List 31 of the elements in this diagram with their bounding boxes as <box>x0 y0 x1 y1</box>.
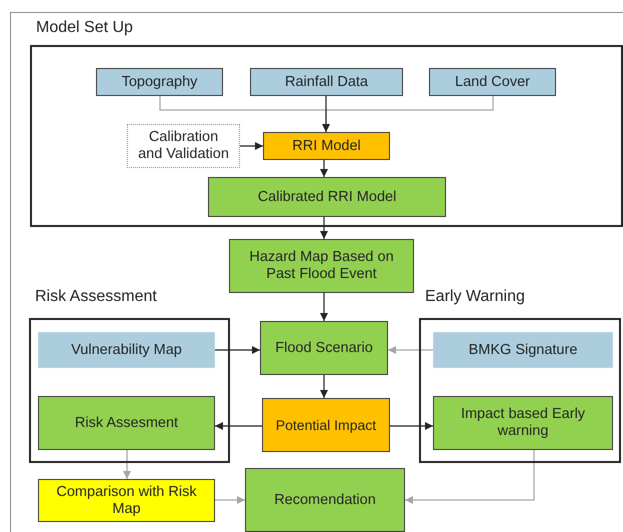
dotted-box: Calibration and Validation <box>127 124 240 168</box>
process-box: Recomendation <box>245 468 405 532</box>
process-box: Flood Scenario <box>260 321 388 375</box>
arrow <box>320 293 328 321</box>
data-box: BMKG Signature <box>433 332 613 368</box>
comparison-box: Comparison with Risk Map <box>38 479 215 522</box>
arrow <box>322 96 330 132</box>
arrow <box>320 160 328 177</box>
process-box: Hazard Map Based on Past Flood Event <box>229 239 414 293</box>
arrow <box>388 346 433 354</box>
process-box: Risk Assesment <box>38 396 215 450</box>
group-title: Risk Assessment <box>35 288 157 306</box>
model-box: Potential Impact <box>262 398 390 452</box>
arrow <box>215 422 262 430</box>
arrow <box>215 346 260 354</box>
arrow <box>320 217 328 239</box>
data-box: Rainfall Data <box>250 68 403 96</box>
data-box: Topography <box>96 68 223 96</box>
arrow <box>123 450 131 479</box>
arrow <box>240 142 263 150</box>
data-box: Land Cover <box>429 68 556 96</box>
data-box: Vulnerability Map <box>38 332 215 368</box>
arrow <box>215 496 245 504</box>
arrow <box>320 375 328 398</box>
group-title: Early Warning <box>425 288 525 306</box>
arrow <box>405 450 535 504</box>
process-box: Calibrated RRI Model <box>208 177 446 217</box>
process-box: Impact based Early warning <box>433 396 613 450</box>
arrow <box>390 422 433 430</box>
model-box: RRI Model <box>263 132 390 160</box>
group-title: Model Set Up <box>36 19 133 37</box>
